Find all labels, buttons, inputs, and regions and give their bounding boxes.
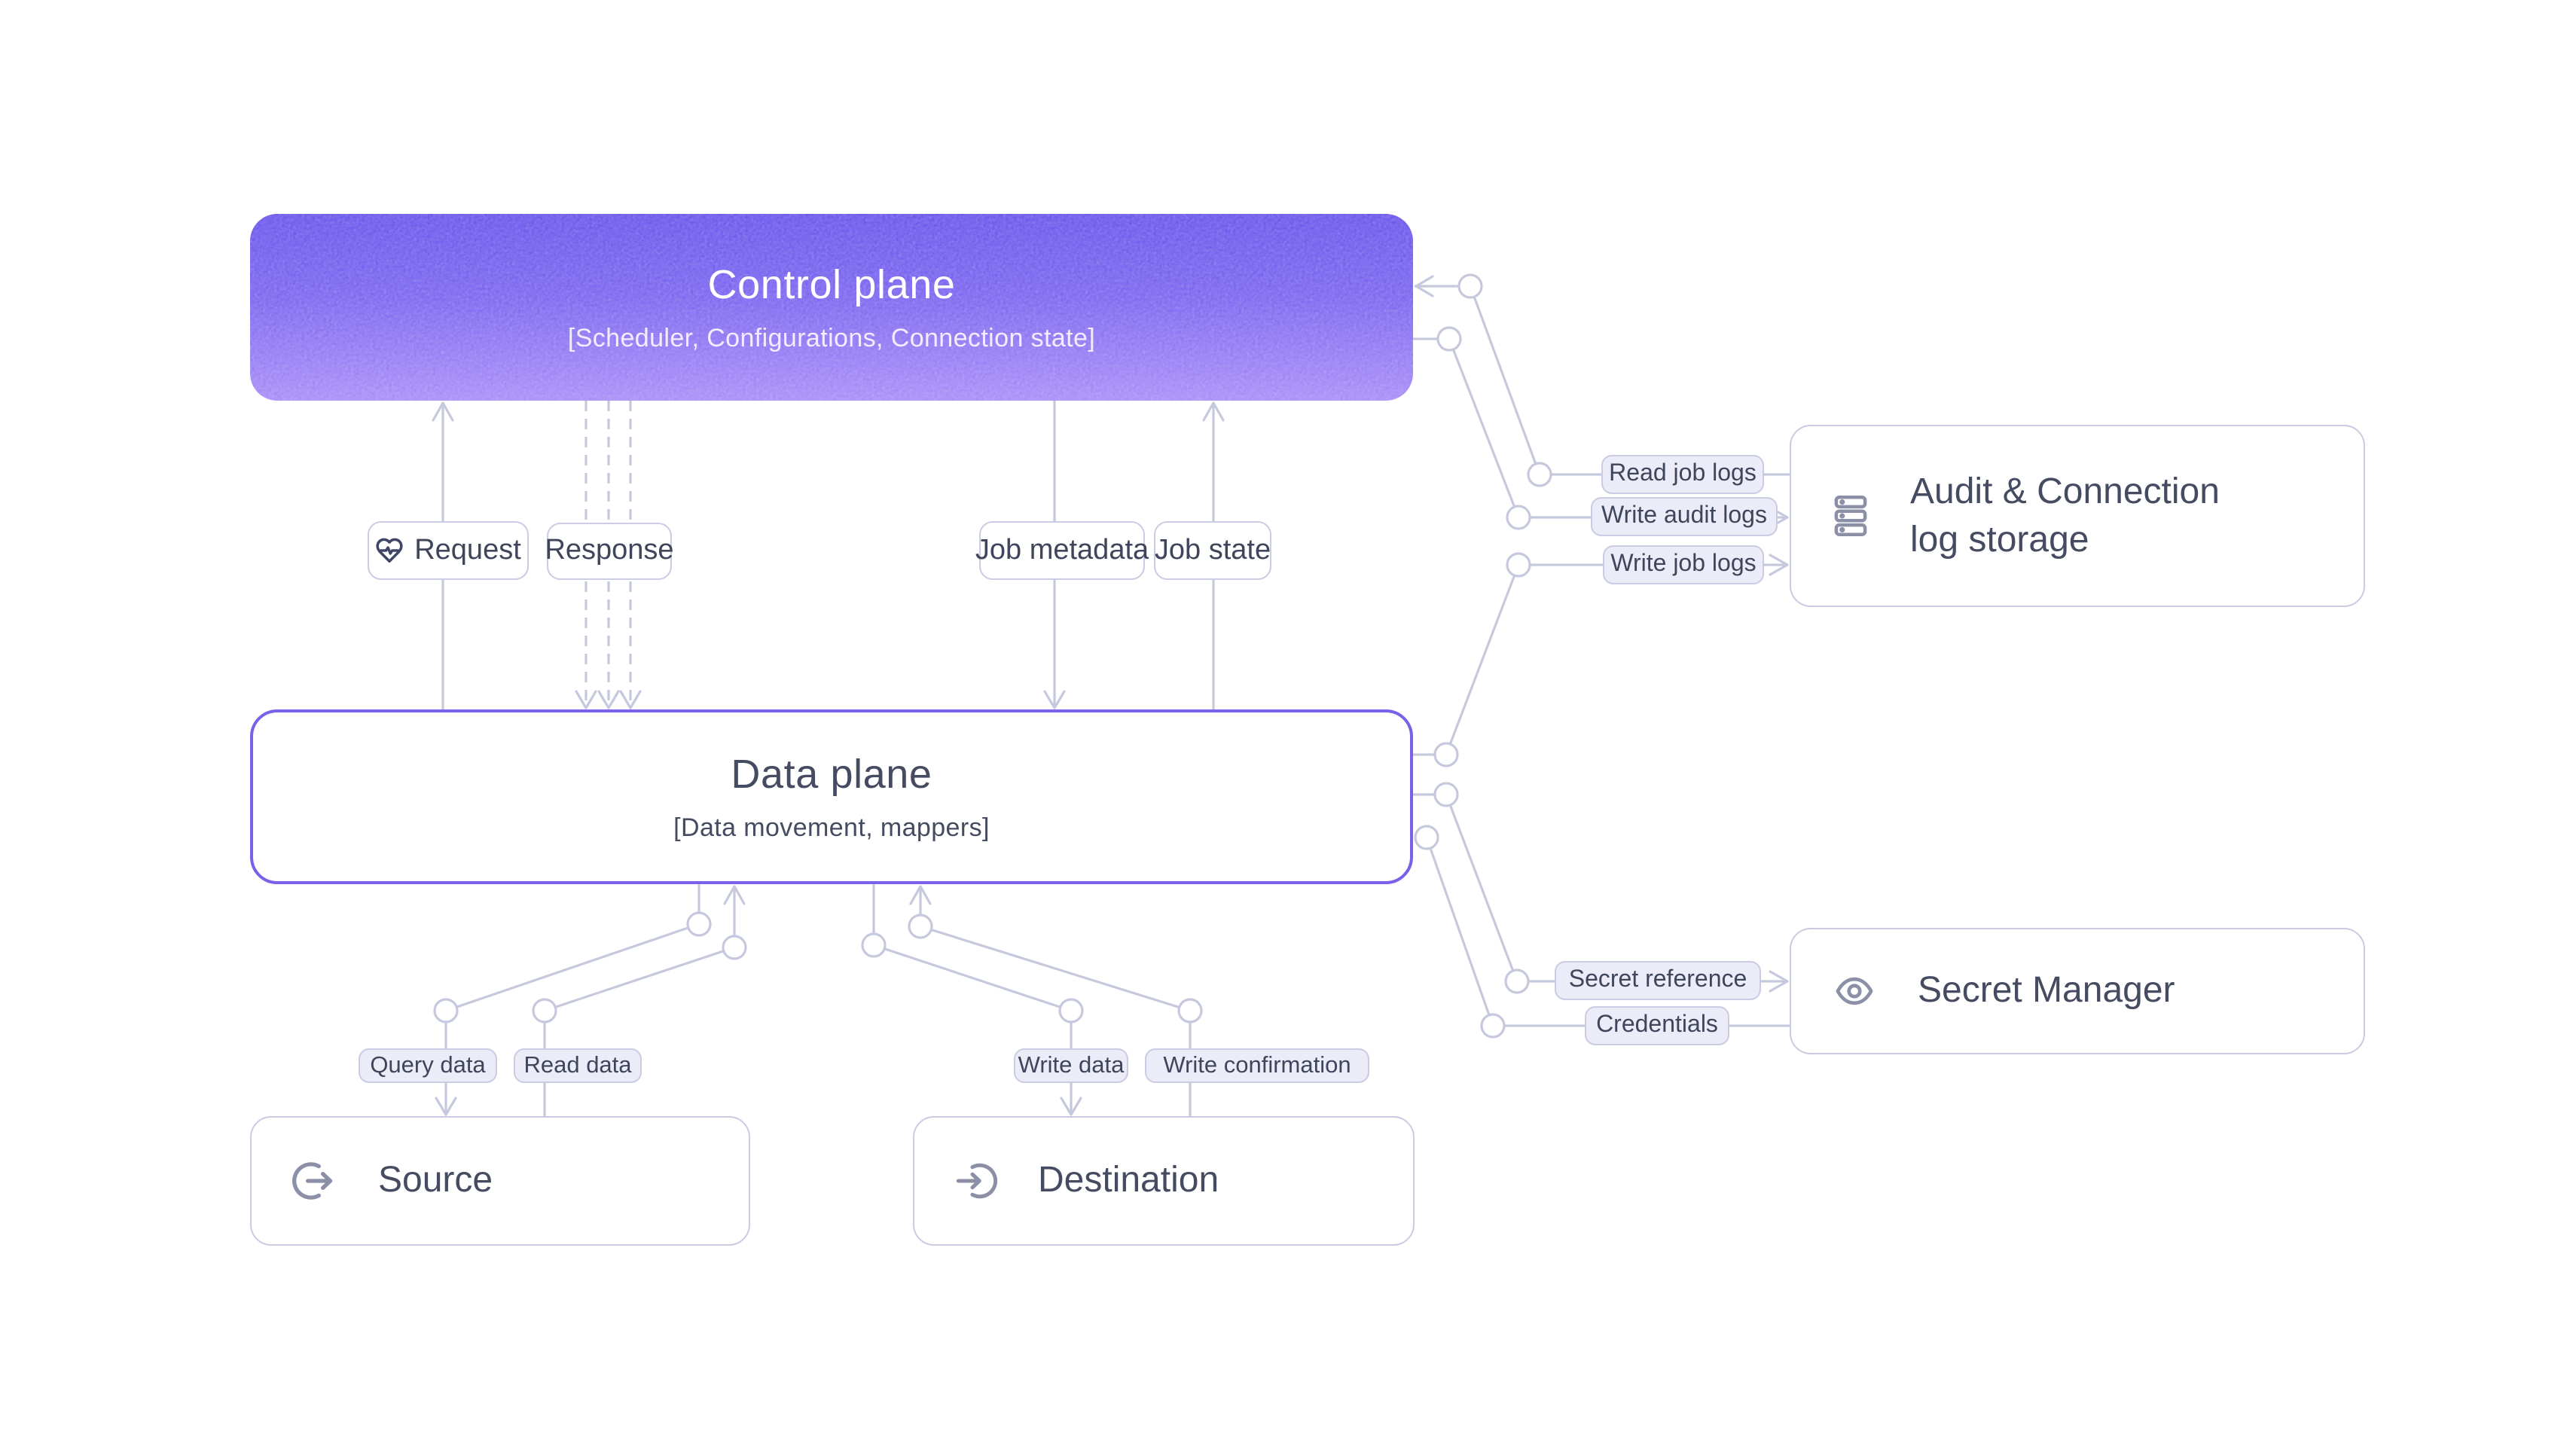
control-plane-box: Control plane [Scheduler, Configurations… (250, 214, 1413, 401)
response-label-text: Response (545, 534, 674, 566)
data-plane-box: Data plane [Data movement, mappers] (250, 709, 1413, 884)
database-stack-icon (1834, 496, 1867, 536)
job-metadata-label: Job metadata (975, 521, 1149, 580)
request-label-text: Request (414, 534, 521, 566)
arrow-out-of-circle-icon (292, 1162, 333, 1200)
audit-storage-box: Audit & Connection log storage (1790, 425, 2365, 607)
destination-box: Destination (913, 1116, 1415, 1246)
write-job-logs-label: Write job logs (1603, 545, 1764, 584)
job-state-label-text: Job state (1154, 534, 1271, 566)
arrow-into-circle-icon (956, 1163, 998, 1199)
eye-icon (1836, 977, 1873, 1005)
request-label: Request (368, 521, 529, 580)
write-audit-logs-label: Write audit logs (1591, 497, 1778, 536)
write-audit-logs-label-text: Write audit logs (1601, 503, 1767, 529)
edge-read-job-logs (1415, 275, 1790, 476)
write-confirmation-label-text: Write confirmation (1163, 1052, 1351, 1078)
noise-texture (250, 214, 1413, 401)
secret-manager-title: Secret Manager (1918, 970, 2175, 1011)
secret-reference-label: Secret reference (1555, 961, 1761, 1000)
source-box: Source (250, 1116, 750, 1246)
data-plane-title: Data plane (731, 751, 932, 796)
source-title: Source (378, 1160, 493, 1201)
secret-reference-label-text: Secret reference (1568, 967, 1747, 993)
query-data-label-text: Query data (370, 1052, 486, 1078)
write-job-logs-label-text: Write job logs (1610, 551, 1757, 577)
job-state-label: Job state (1154, 521, 1271, 580)
job-metadata-label-text: Job metadata (975, 534, 1149, 566)
secret-manager-box: Secret Manager (1790, 928, 2365, 1054)
control-plane-title: Control plane (707, 261, 956, 307)
read-job-logs-label: Read job logs (1601, 455, 1764, 494)
destination-title: Destination (1038, 1160, 1219, 1201)
read-data-label-text: Read data (523, 1052, 632, 1078)
write-confirmation-label: Write confirmation (1145, 1048, 1369, 1083)
response-label: Response (545, 523, 674, 579)
edge-write-job-logs (1413, 554, 1789, 756)
read-data-label: Read data (514, 1048, 642, 1083)
credentials-label-text: Credentials (1596, 1012, 1718, 1038)
control-plane-subtitle: [Scheduler, Configurations, Connection s… (567, 323, 1096, 352)
credentials-label: Credentials (1585, 1006, 1729, 1045)
write-data-label-text: Write data (1018, 1052, 1125, 1078)
junction-dots (433, 273, 1552, 1039)
audit-storage-title: Audit & Connection log storage (1910, 471, 2220, 560)
data-plane-subtitle: [Data movement, mappers] (673, 813, 990, 841)
read-job-logs-label-text: Read job logs (1609, 461, 1757, 487)
write-data-label: Write data (1014, 1048, 1128, 1083)
heart-pulse-icon (376, 538, 403, 563)
query-data-label: Query data (359, 1048, 497, 1083)
